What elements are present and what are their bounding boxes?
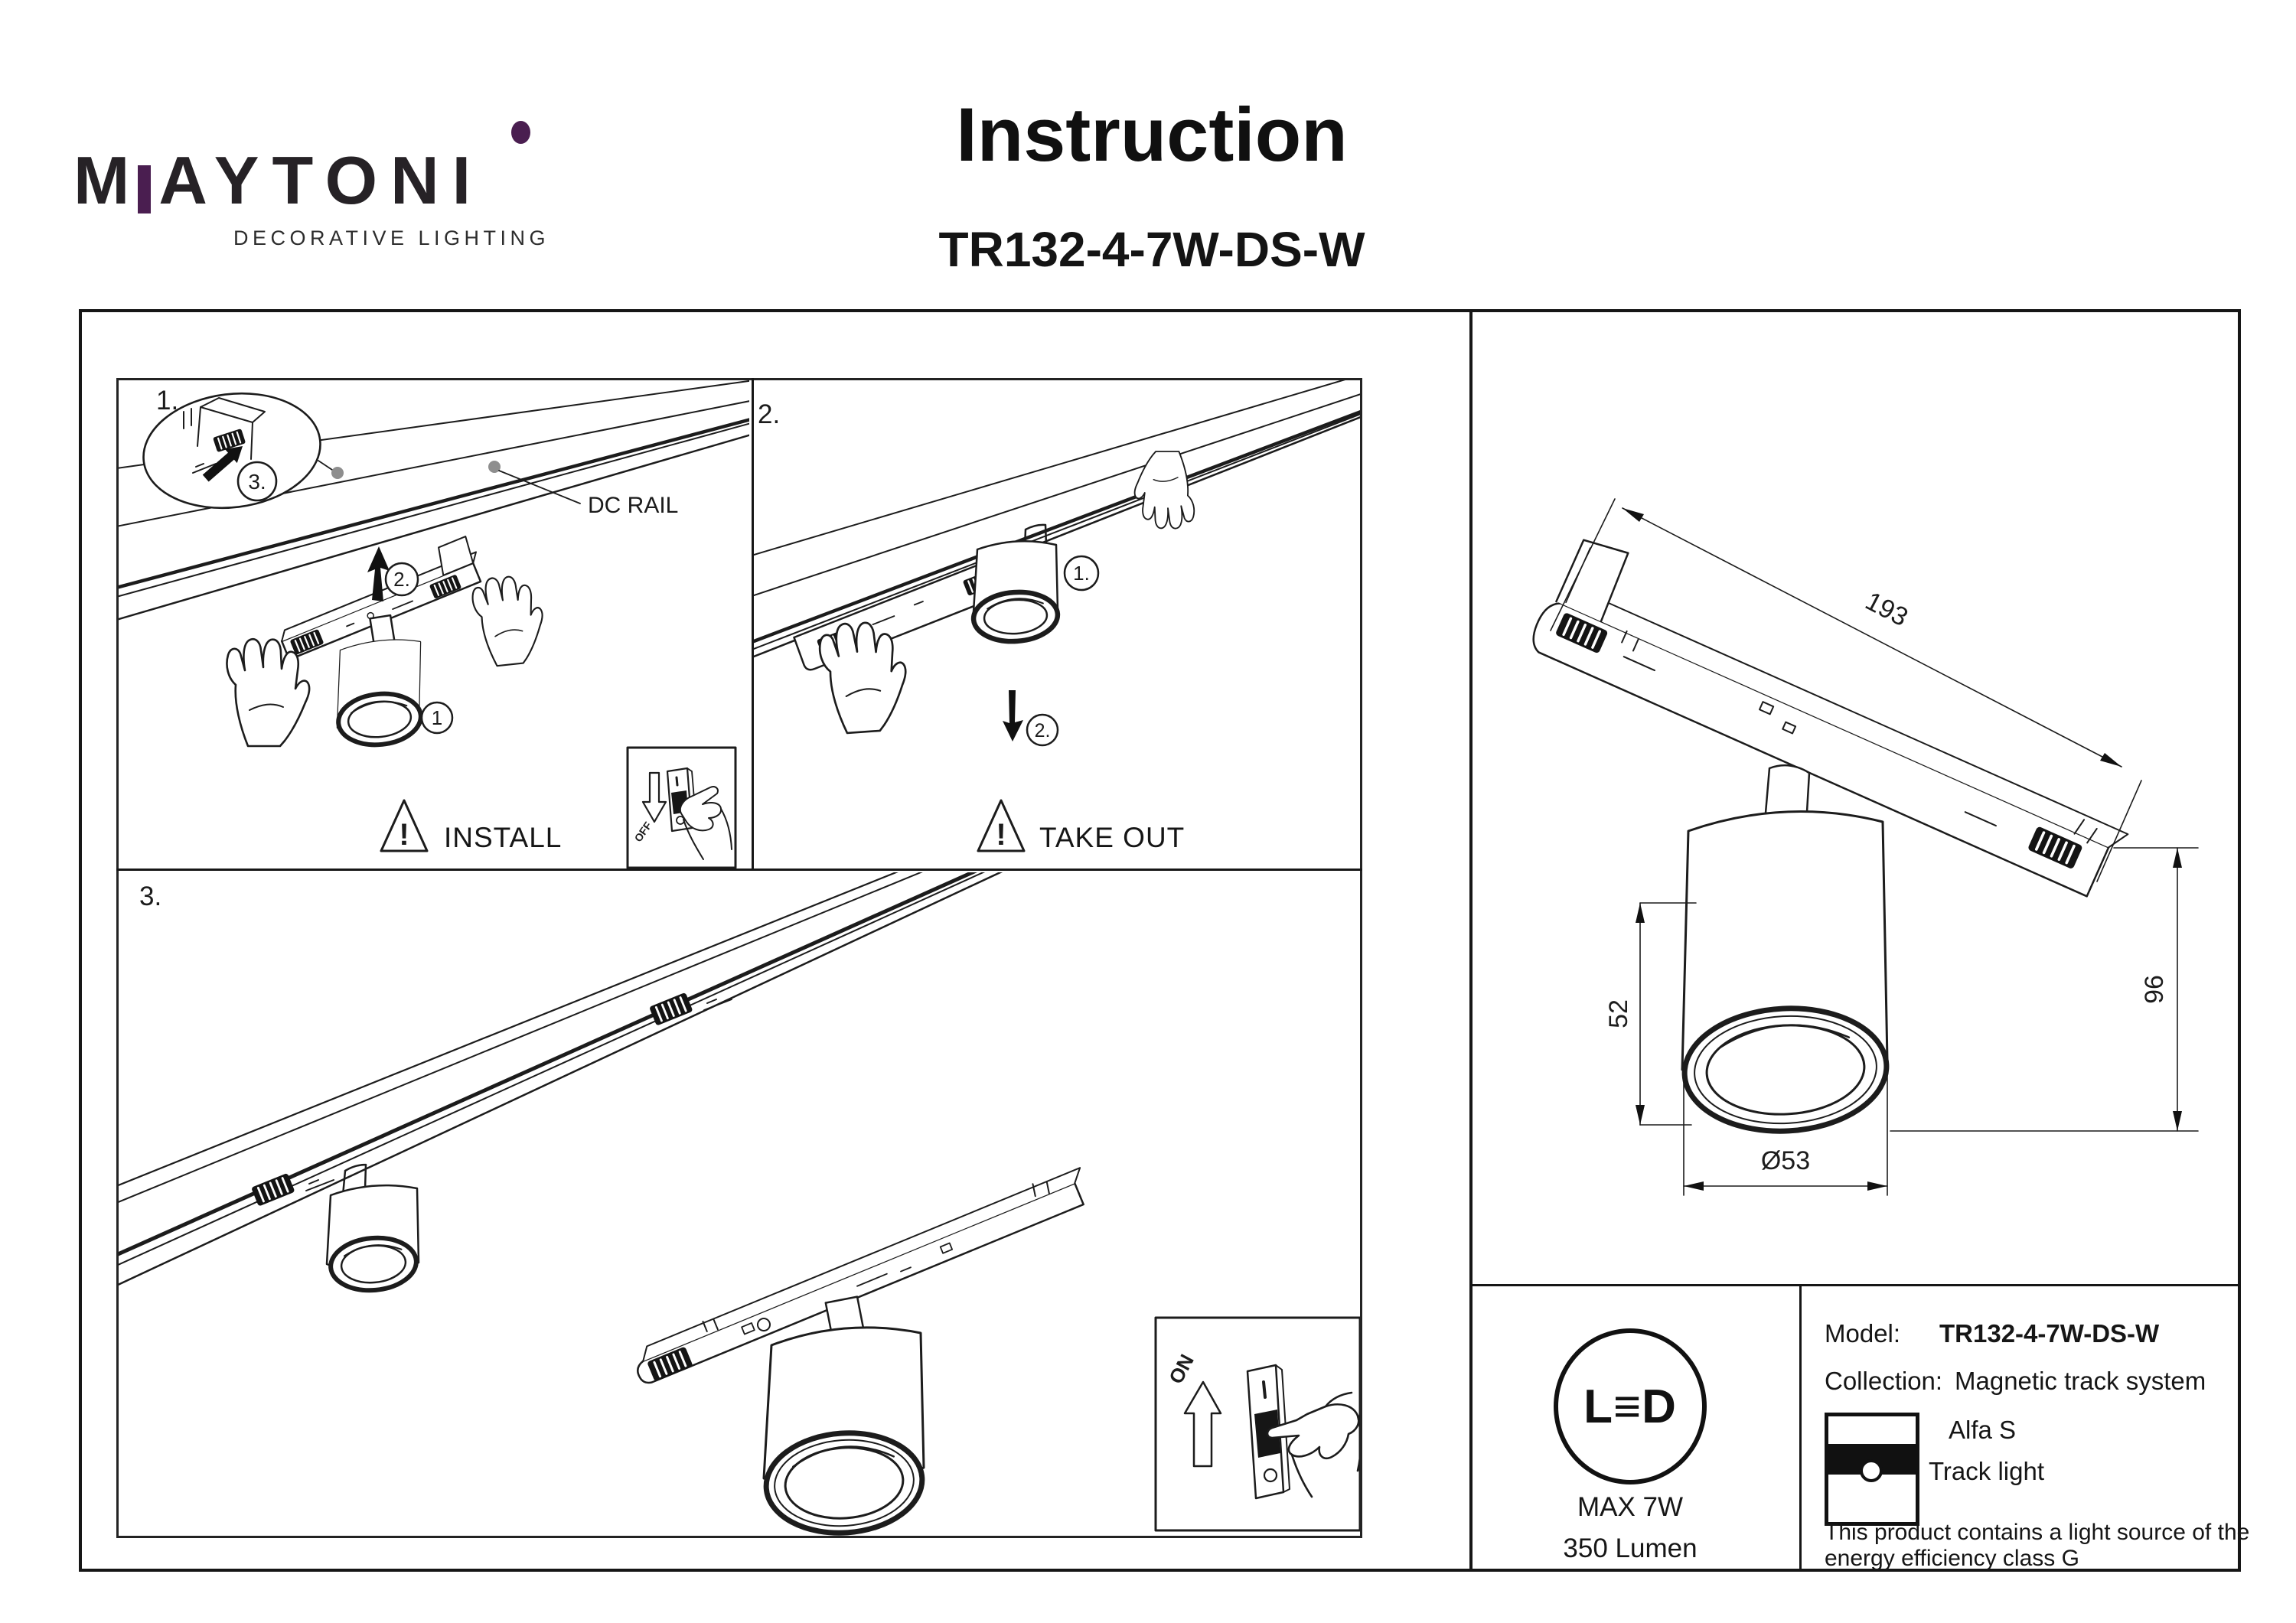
product-type: Track light: [1929, 1457, 2044, 1485]
collection-label: Collection:: [1825, 1367, 1943, 1395]
lift-arrow-icon: [367, 546, 390, 601]
pull-arrow-icon: [1003, 690, 1023, 741]
panel1-circle-lamp: 1: [432, 706, 442, 729]
energy-note-line2: energy efficiency class G: [1825, 1546, 2079, 1571]
luminous-flux: 350 Lumen: [1563, 1533, 1698, 1563]
content-frame: [79, 309, 2241, 1572]
page-title: Instruction: [956, 92, 1348, 177]
panel2-circle-lamp: 1.: [1073, 562, 1090, 585]
panel3-divider: [116, 869, 1362, 871]
panel1-circle-lift: 2.: [393, 568, 410, 591]
brand-tagline: DECORATIVE LIGHTING: [233, 227, 550, 249]
panel2-label: 2.: [758, 399, 781, 429]
take-out-label: TAKE OUT: [1039, 822, 1186, 853]
dim-body-height: 52: [1604, 999, 1633, 1028]
warning-mark: !: [996, 818, 1006, 852]
led-badge-text: L≡D: [1583, 1380, 1677, 1433]
dc-rail-label: DC RAIL: [588, 493, 679, 518]
dimension-drawing: 193 96 52 Ø53: [1532, 498, 2199, 1196]
led-badge: L≡D: [1554, 1328, 1707, 1484]
logo-accent-dot: [511, 121, 530, 144]
energy-note-line1: This product contains a light source of …: [1825, 1520, 2250, 1545]
dim-total-height: 96: [2140, 975, 2169, 1004]
install-label: INSTALL: [444, 822, 563, 853]
max-power: MAX 7W: [1577, 1492, 1684, 1522]
panel1-drawing: 3.: [119, 380, 749, 869]
logo-letters: AYTONI: [158, 142, 484, 218]
logo-accent-bar: [138, 165, 152, 213]
rail-leader-dot: [488, 461, 501, 473]
collection-value: Magnetic track system: [1955, 1367, 2206, 1395]
spec-cell-divider: [1799, 1284, 1802, 1572]
steps-frame: [116, 378, 1362, 1538]
panel3-label: 3.: [139, 882, 162, 911]
model-label: Model:: [1825, 1319, 1901, 1348]
down-arrow-icon: [641, 771, 667, 823]
main-divider: [1469, 309, 1473, 1572]
warning-mark: !: [399, 818, 409, 852]
logo-letter-m: M: [73, 142, 143, 218]
panel1-2-divider: [752, 378, 754, 871]
spec-row-divider: [1473, 1284, 2241, 1286]
warning-triangle-icon: [380, 799, 429, 852]
page-model-number: TR132-4-7W-DS-W: [938, 222, 1365, 277]
panel1-label: 1.: [156, 386, 179, 416]
ellipse-leader-dot: [331, 467, 344, 479]
track-light-icon: [1825, 1413, 1919, 1526]
panel1-detail-step: 3.: [248, 470, 266, 494]
model-value: TR132-4-7W-DS-W: [1939, 1319, 2160, 1348]
panel2-drawing: 1. 2. !: [754, 380, 1360, 852]
warning-triangle-icon: [977, 799, 1026, 852]
panel3-drawing: [119, 872, 1360, 1536]
series-name: Alfa S: [1949, 1416, 2017, 1444]
dim-diameter: Ø53: [1761, 1146, 1810, 1175]
track-icon-knob: [1860, 1459, 1883, 1482]
up-arrow-icon: [1183, 1380, 1222, 1468]
callout-arrow-icon: [202, 446, 243, 482]
panel2-circle-pull: 2.: [1035, 720, 1051, 741]
